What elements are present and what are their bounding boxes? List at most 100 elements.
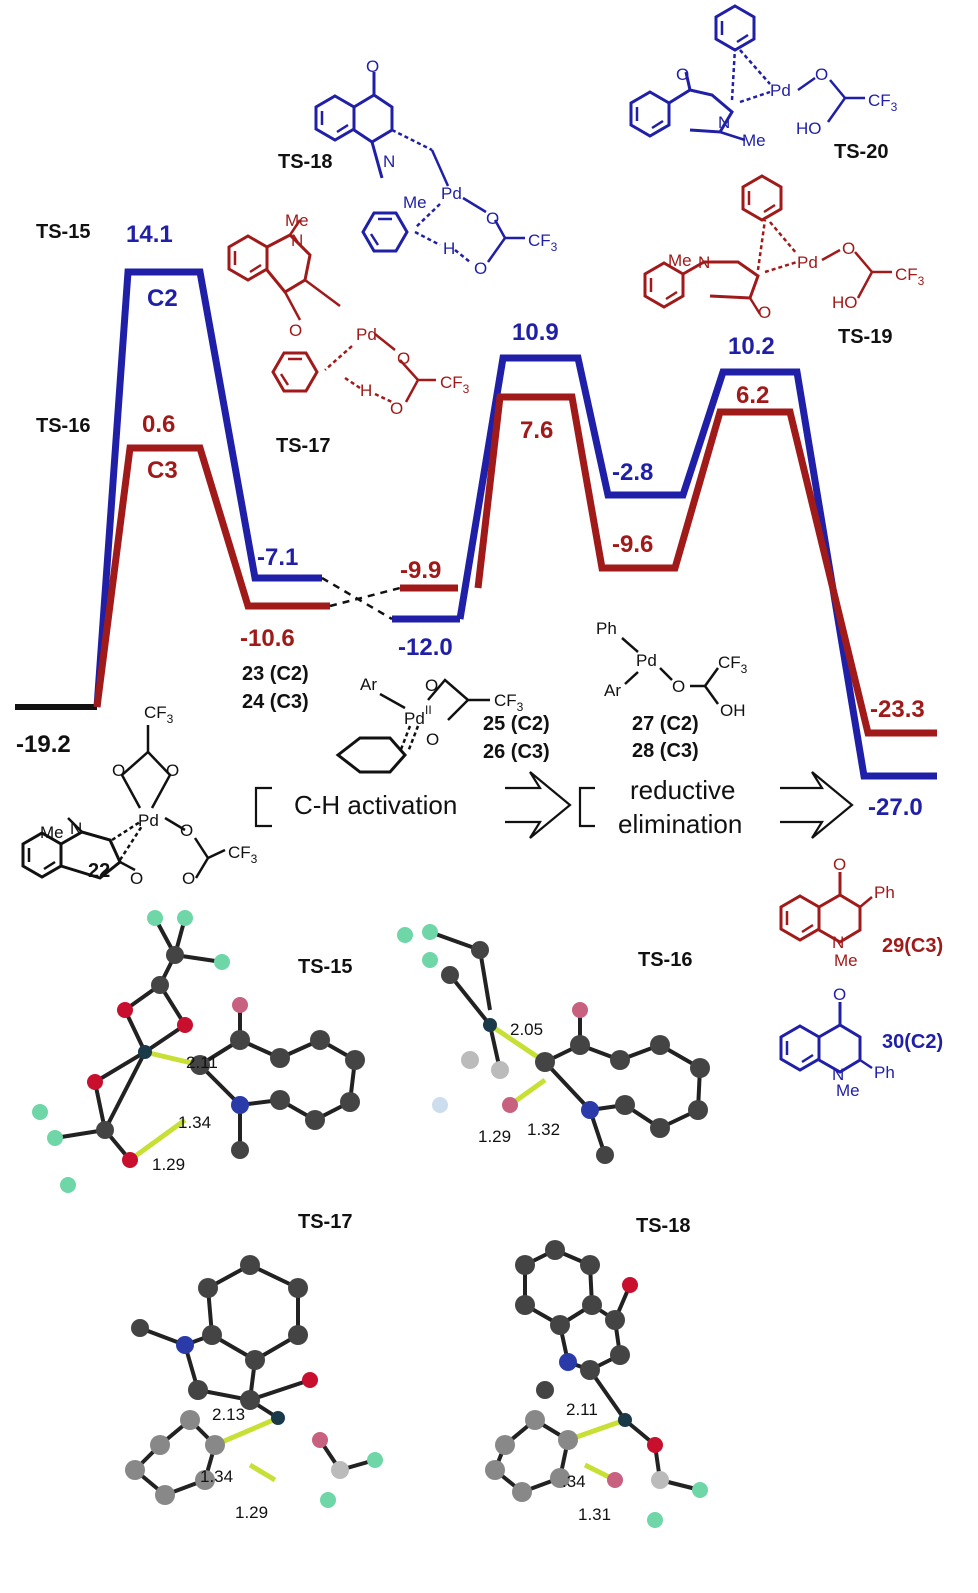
energy-26-c3: -9.9	[400, 557, 441, 584]
ts16-dist-3: 1.32	[527, 1120, 560, 1139]
ts18-dist-1: 2.11	[566, 1400, 598, 1419]
svg-text:Ph: Ph	[596, 619, 617, 638]
svg-text:CF3: CF3	[440, 373, 470, 396]
compound-26: 26 (C3)	[483, 741, 550, 763]
svg-text:N: N	[718, 113, 730, 132]
c3-label: C3	[147, 457, 178, 484]
svg-text:Pd: Pd	[797, 253, 818, 272]
ts-labels: TS-15 TS-16 TS-17 TS-18 TS-19 TS-20	[36, 141, 892, 457]
ts16-label: TS-16	[36, 415, 90, 437]
svg-text:Pd: Pd	[441, 184, 462, 203]
energy-30-c2: -27.0	[868, 794, 923, 821]
ts17-label: TS-17	[276, 435, 330, 457]
ts15-dist-2: 1.34	[178, 1113, 211, 1132]
svg-text:CF3: CF3	[228, 843, 258, 866]
svg-text:N: N	[698, 253, 710, 272]
ts17-dist-3: 1.29	[235, 1503, 268, 1522]
model-ts17-label: TS-17	[298, 1211, 352, 1233]
svg-text:O: O	[426, 730, 439, 749]
energy-25-c2: -12.0	[398, 634, 453, 661]
svg-text:O: O	[166, 761, 179, 780]
c3-profile-line	[93, 393, 937, 737]
compound-25: 25 (C2)	[483, 713, 550, 735]
energy-ts20-c2: 10.2	[728, 333, 775, 360]
ch-arrow	[505, 771, 572, 839]
compound-29-structure	[779, 872, 873, 944]
compound-27-structure	[621, 637, 720, 705]
svg-text:Pd: Pd	[138, 811, 159, 830]
svg-text:O: O	[130, 869, 143, 888]
svg-text:N: N	[383, 152, 395, 171]
re-bracket	[578, 786, 595, 828]
svg-text:Ar: Ar	[604, 681, 621, 700]
svg-text:Pd: Pd	[356, 325, 377, 344]
svg-text:O: O	[182, 869, 195, 888]
energy-23-c2: -7.1	[257, 544, 298, 571]
c2-profile-line	[93, 268, 937, 780]
svg-text:Me: Me	[40, 823, 64, 842]
compound-23: 23 (C2)	[242, 663, 309, 685]
energy-28-c3: -9.6	[612, 531, 653, 558]
ts18-dist-3: 1.31	[578, 1505, 611, 1524]
compound-24: 24 (C3)	[242, 691, 309, 713]
svg-text:Me: Me	[403, 193, 427, 212]
svg-text:O: O	[425, 676, 438, 695]
energy-24-c3: -10.6	[240, 625, 295, 652]
model-ts15-label: TS-15	[298, 956, 352, 978]
svg-text:CF3: CF3	[144, 703, 174, 726]
svg-text:Me: Me	[285, 211, 309, 230]
svg-text:Me: Me	[836, 1081, 860, 1100]
ch-activation-label: C-H activation	[294, 790, 457, 820]
energy-labels: 14.1 -7.1 -12.0 10.9 -2.8 10.2 -27.0 0.6…	[16, 221, 925, 821]
svg-text:O: O	[366, 57, 379, 76]
compound-27: 27 (C2)	[632, 713, 699, 735]
c2-label: C2	[147, 285, 178, 312]
crossing-dashes	[321, 576, 401, 621]
compound-25-structure	[335, 678, 490, 774]
svg-text:O: O	[180, 821, 193, 840]
svg-text:CF3: CF3	[718, 653, 748, 676]
svg-text:O: O	[672, 677, 685, 696]
ts17-dist-1: 2.13	[212, 1405, 245, 1424]
compound-30: 30(C2)	[882, 1031, 943, 1053]
ts20-label: TS-20	[834, 141, 888, 163]
svg-text:O: O	[289, 321, 302, 340]
svg-text:O: O	[815, 65, 828, 84]
ts16-dist-1: 2.05	[510, 1020, 543, 1039]
svg-text:N: N	[70, 819, 82, 838]
energy-ts-re-c3: 7.6	[520, 417, 553, 444]
svg-text:Ph: Ph	[874, 1063, 895, 1082]
svg-text:Pd: Pd	[636, 651, 657, 670]
ts18-label: TS-18	[278, 151, 332, 173]
svg-text:CF3: CF3	[494, 691, 524, 714]
energy-29-c3: -23.3	[870, 696, 925, 723]
svg-text:HO: HO	[796, 119, 822, 138]
energy-ts15-c2: 14.1	[126, 221, 173, 248]
ts19-label: TS-19	[838, 326, 892, 348]
svg-text:O: O	[112, 761, 125, 780]
compound-22-structure	[21, 725, 226, 880]
svg-text:II: II	[425, 703, 432, 717]
ts18-model	[485, 1240, 708, 1528]
ts15-dist-1: 2.11	[186, 1053, 218, 1072]
ts16-model	[397, 924, 710, 1164]
svg-text:Me: Me	[834, 951, 858, 970]
svg-text:CF3: CF3	[528, 231, 558, 254]
energy-ts-re-c2: 10.9	[512, 319, 559, 346]
energy-ts19-c3: 6.2	[736, 382, 769, 409]
svg-text:Ar: Ar	[360, 675, 377, 694]
energy-ts16-c3: 0.6	[142, 411, 175, 438]
svg-text:O: O	[833, 855, 846, 874]
ts15-dist-3: 1.29	[152, 1155, 185, 1174]
svg-text:Me: Me	[742, 131, 766, 150]
svg-text:Me: Me	[668, 251, 692, 270]
ts16-dist-2: 1.29	[478, 1127, 511, 1146]
ts17-model	[125, 1255, 383, 1508]
compound-28: 28 (C3)	[632, 740, 699, 762]
svg-text:H: H	[360, 381, 372, 400]
svg-text:CF3: CF3	[895, 265, 925, 288]
svg-text:HO: HO	[832, 293, 858, 312]
compound-29: 29(C3)	[882, 935, 943, 957]
ts15-label: TS-15	[36, 221, 90, 243]
